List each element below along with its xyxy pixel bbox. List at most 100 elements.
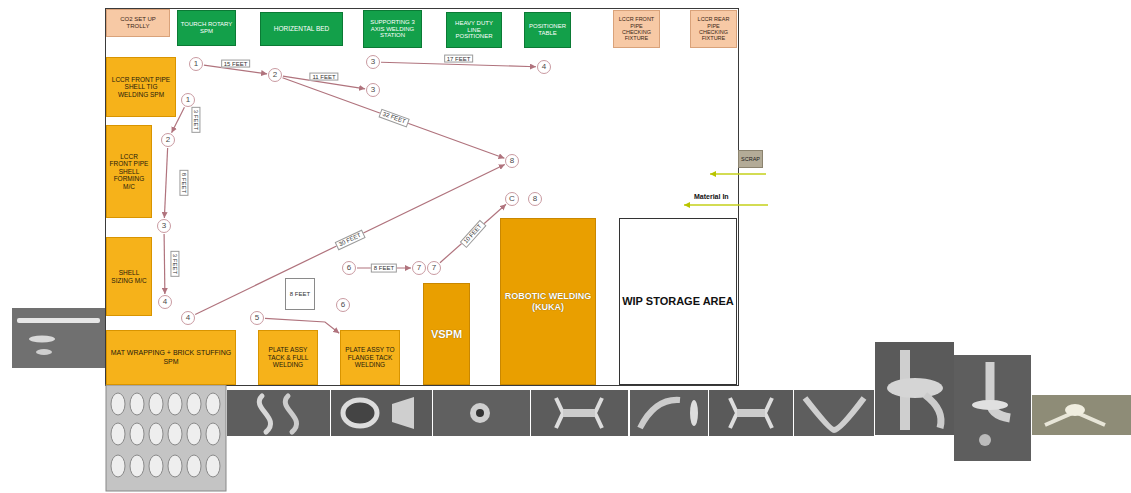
part-photos	[331, 390, 432, 436]
distance-label: 3 FEET	[192, 107, 201, 133]
callout-outline	[182, 94, 195, 107]
station-name: WIP STORAGE AREA	[622, 295, 734, 308]
station-name: PLATE ASSY TACK & FULL WELDING	[261, 346, 315, 368]
station-name: LCCR REAR PIPE CHECKING FIXTURE	[693, 16, 734, 41]
callout-outline	[367, 56, 380, 69]
part-photos	[954, 355, 1031, 461]
callout-outline	[190, 58, 203, 71]
part-photos	[737, 409, 765, 417]
callout-circle: 3	[157, 219, 171, 233]
distance-label: 32 FEET	[378, 109, 409, 128]
callout-number: 8	[510, 156, 514, 165]
station-name: VSPM	[431, 328, 462, 341]
part-photos	[709, 390, 793, 436]
machine-box: TOURCH ROTARY SPM	[177, 10, 236, 46]
callout-outline	[538, 61, 551, 74]
machine-box: HEAVY DUTY LINE POSITIONER	[446, 12, 502, 48]
callout-outline	[159, 296, 172, 309]
part-photos	[433, 390, 530, 436]
process-box: VSPM	[423, 283, 470, 385]
callout-outline	[337, 299, 350, 312]
part-photos	[690, 400, 698, 426]
station-name: HEAVY DUTY LINE POSITIONER	[449, 20, 499, 41]
flow-arrow	[164, 148, 167, 218]
station-name: SUPPORTING 3 AXIS WELDING STATION	[366, 19, 419, 40]
distance-label: 8 FEET	[180, 170, 189, 196]
material-in-label: Material In	[694, 193, 729, 200]
station-name: MAT WRAPPING + BRICK STUFFING SPM	[109, 349, 233, 365]
callout-circle: C	[505, 192, 519, 206]
part-photos	[111, 423, 125, 445]
process-box: LCCR FRONT PIPE SHELL TIG WELDING SPM	[106, 57, 176, 117]
callout-circle: 3	[366, 55, 380, 69]
flow-arrow	[440, 204, 506, 262]
callout-circle: 3	[366, 83, 380, 97]
part-photos	[972, 400, 1008, 410]
machine-box: POSITIONER TABLE	[524, 12, 571, 48]
material-in-arrows	[684, 174, 768, 205]
distance-label: 8 FEET	[371, 264, 397, 273]
fixture-box: CO2 SET UP TROLLY	[106, 9, 170, 37]
callout-number: 3	[371, 85, 375, 94]
callout-outline	[506, 155, 519, 168]
callout-outline	[506, 193, 519, 206]
part-photos	[187, 455, 201, 477]
distance-label: 15 FEET	[221, 59, 251, 68]
part-photos	[1065, 404, 1085, 416]
callout-number: 3	[162, 221, 166, 230]
station-name: LCCR FRONT PIPE SHELL FORMING M/C	[109, 153, 149, 190]
part-photos	[979, 434, 991, 446]
callout-outline	[367, 84, 380, 97]
callout-number: 7	[417, 263, 421, 272]
storage-area: WIP STORAGE AREA	[619, 218, 737, 385]
callout-number: 2	[273, 70, 277, 79]
callout-number: 4	[163, 297, 167, 306]
part-photos	[149, 393, 163, 415]
part-photos	[531, 390, 628, 436]
callout-number: C	[509, 194, 515, 203]
part-photos	[630, 390, 708, 436]
distance-label: 10 FEET	[460, 219, 486, 247]
flow-arrow	[283, 78, 505, 159]
callout-circle: 4	[158, 295, 172, 309]
fixture-box: LCCR FRONT PIPE CHECKING FIXTURE	[613, 10, 660, 48]
callout-circle: 7	[427, 261, 441, 275]
callout-number: 6	[347, 263, 351, 272]
process-box: SHELL SIZING M/C	[106, 237, 152, 316]
part-photos	[343, 400, 377, 426]
part-photos	[187, 393, 201, 415]
distance-label: 30 FEET	[335, 229, 366, 250]
distance-box: 8 FEET	[285, 278, 315, 310]
callout-number: 7	[432, 263, 436, 272]
distance-label: 3 FEET	[170, 251, 179, 277]
part-photos	[556, 398, 602, 428]
callout-circle: 5	[250, 311, 264, 325]
callout-outline	[343, 262, 356, 275]
callout-outline	[529, 193, 542, 206]
callout-number: 2	[166, 135, 170, 144]
material-in-arrows	[710, 173, 766, 175]
part-photos	[149, 423, 163, 445]
callout-circle: 1	[181, 93, 195, 107]
callout-number: 5	[255, 313, 259, 322]
process-box: MAT WRAPPING + BRICK STUFFING SPM	[106, 330, 236, 385]
part-photos	[887, 378, 943, 398]
callout-number: 4	[186, 313, 190, 322]
part-photos	[17, 318, 100, 323]
callout-circle: 8	[528, 192, 542, 206]
part-photos	[206, 393, 220, 415]
callout-circle: 6	[336, 298, 350, 312]
callout-circle: 7	[412, 261, 426, 275]
part-photos	[206, 423, 220, 445]
station-name: HORIZENTAL BED	[274, 25, 330, 32]
callout-outline	[269, 69, 282, 82]
callout-circle: 2	[161, 133, 175, 147]
callout-outline	[251, 312, 264, 325]
station-name: ROBOTIC WELDING (KUKA)	[503, 291, 593, 312]
part-photos	[130, 393, 144, 415]
station-name: LCCR FRONT PIPE SHELL TIG WELDING SPM	[109, 76, 173, 98]
callout-outline	[428, 262, 441, 275]
station-name: LCCR FRONT PIPE CHECKING FIXTURE	[616, 16, 657, 41]
